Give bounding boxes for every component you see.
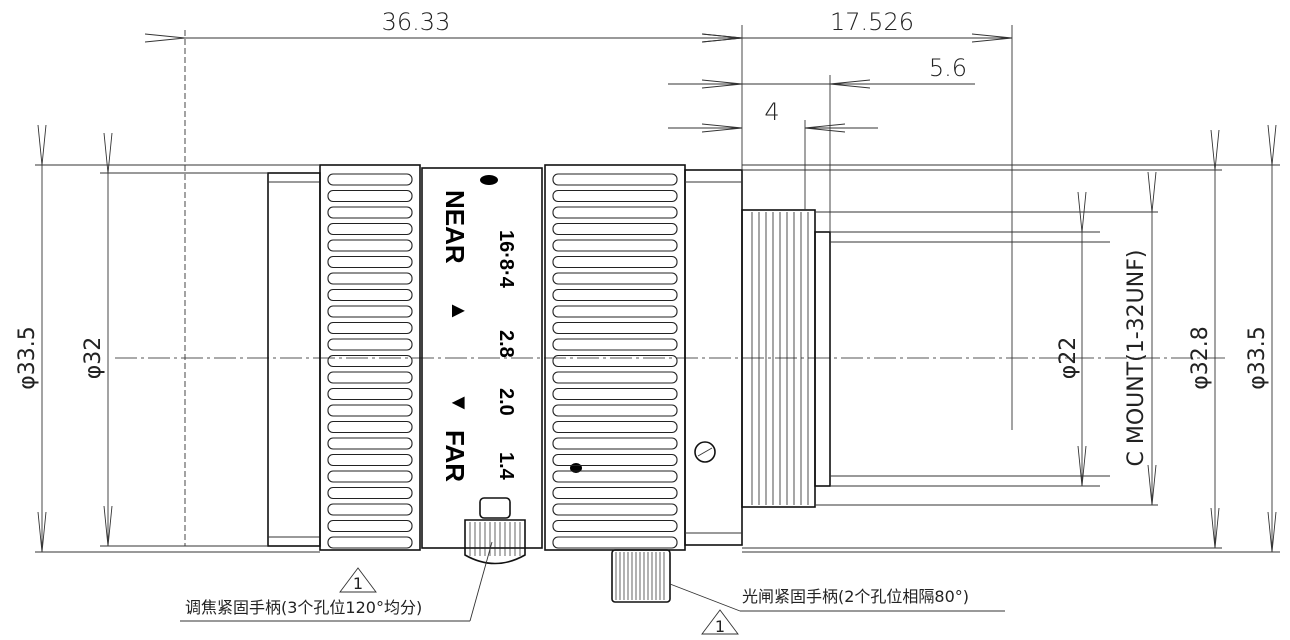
dim-mount-length: 17.526 [830,8,914,36]
focus-lock-handle [464,497,526,565]
dimension-lines [42,38,1272,552]
knurl-rib [552,371,678,384]
knurl-rib [327,371,413,384]
knurl-rib [552,503,678,516]
knurl-rib [552,354,678,368]
knurl-rib [552,288,678,302]
knurl-rib [552,519,678,533]
flange [814,231,831,487]
knurl-rib [327,288,413,302]
dim-thread-length: 4 [764,98,779,126]
knurl-rib [552,453,678,467]
knurl-rib [552,404,678,417]
knurl-rib [552,470,678,483]
knurl-rib [327,338,413,351]
knurl-rib [327,305,413,318]
rear-cap [267,172,321,547]
down-arrow-icon: ▼ [447,392,472,414]
knurl-rib [327,189,413,203]
knurl-rib [552,321,678,335]
knurl-rib [327,255,413,269]
svg-text:1: 1 [353,574,363,593]
focus-ring [319,164,421,551]
knurl-rib [327,503,413,516]
dim-rear-diameter: φ22 [1056,337,1081,380]
knurl-rib [327,354,413,368]
scale-band: NEAR FAR ▲ ▼ 16·8·4 2.8 2.0 1.4 [421,167,543,549]
knurl-rib [327,222,413,236]
knurl-rib [552,206,678,219]
c-mount-thread [741,209,816,508]
knurl-rib [552,536,678,549]
knurl-rib [327,272,413,285]
warning-triangle-icon [339,567,377,593]
aperture-mark: 2.8 [495,330,517,358]
knurl-rib [552,272,678,285]
aperture-mark: 1.4 [495,452,517,481]
knurl-rib [327,321,413,335]
far-label: FAR [440,430,470,482]
knurl-rib [327,420,413,434]
dim-left-outer-diameter: φ33.5 [15,326,40,390]
knurl-rib [552,437,678,450]
near-label: NEAR [440,190,470,264]
dim-left-inner-diameter: φ32 [81,337,106,380]
aperture-mark: 2.0 [495,388,517,416]
knurl-rib [552,189,678,203]
up-arrow-icon: ▲ [447,300,472,322]
knurl-rib [327,519,413,533]
dim-body-diameter: φ32.8 [1188,326,1213,390]
dim-mount-thread: C MOUNT(1-32UNF) [1124,250,1149,467]
knurl-rib [552,486,678,500]
svg-text:调焦紧固手柄(3个孔位120°均分): 调焦紧固手柄(3个孔位120°均分) [185,598,422,617]
iris-handle-note: 光闸紧固手柄(2个孔位相隔80°) 1 [669,583,1005,636]
svg-text:光闸紧固手柄(2个孔位相隔80°): 光闸紧固手柄(2个孔位相隔80°) [742,587,969,606]
knurl-rib [327,536,413,549]
knurl-rib [552,387,678,401]
knurl-rib [552,239,678,252]
lens-body [684,169,743,546]
knurl-rib [327,470,413,483]
knurl-rib [327,453,413,467]
svg-text:1: 1 [715,617,725,636]
knurl-rib [327,173,413,186]
knurl-rib [327,387,413,401]
warning-triangle-icon [701,609,739,635]
screw-icon [694,441,716,463]
focus-handle-note: 1 调焦紧固手柄(3个孔位120°均分) [180,541,493,622]
knurl-rib [552,338,678,351]
knurl-rib [552,255,678,269]
aperture-mark: 16·8·4 [495,230,517,289]
knurl-rib [327,404,413,417]
knurl-rib [327,206,413,219]
knurl-rib [327,239,413,252]
knurl-rib [552,222,678,236]
knurl-rib [327,437,413,450]
iris-ring [544,164,686,551]
index-dot-icon [480,175,498,185]
dim-right-outer-diameter: φ33.5 [1245,326,1270,390]
knurl-rib [552,420,678,434]
dim-flange-offset: 5.6 [929,54,967,82]
knurl-rib [552,305,678,318]
extension-lines [35,25,1280,553]
dim-overall-length: 36.33 [382,8,451,36]
knurl-rib [552,173,678,186]
knurl-rib [327,486,413,500]
iris-lock-handle [611,549,671,603]
